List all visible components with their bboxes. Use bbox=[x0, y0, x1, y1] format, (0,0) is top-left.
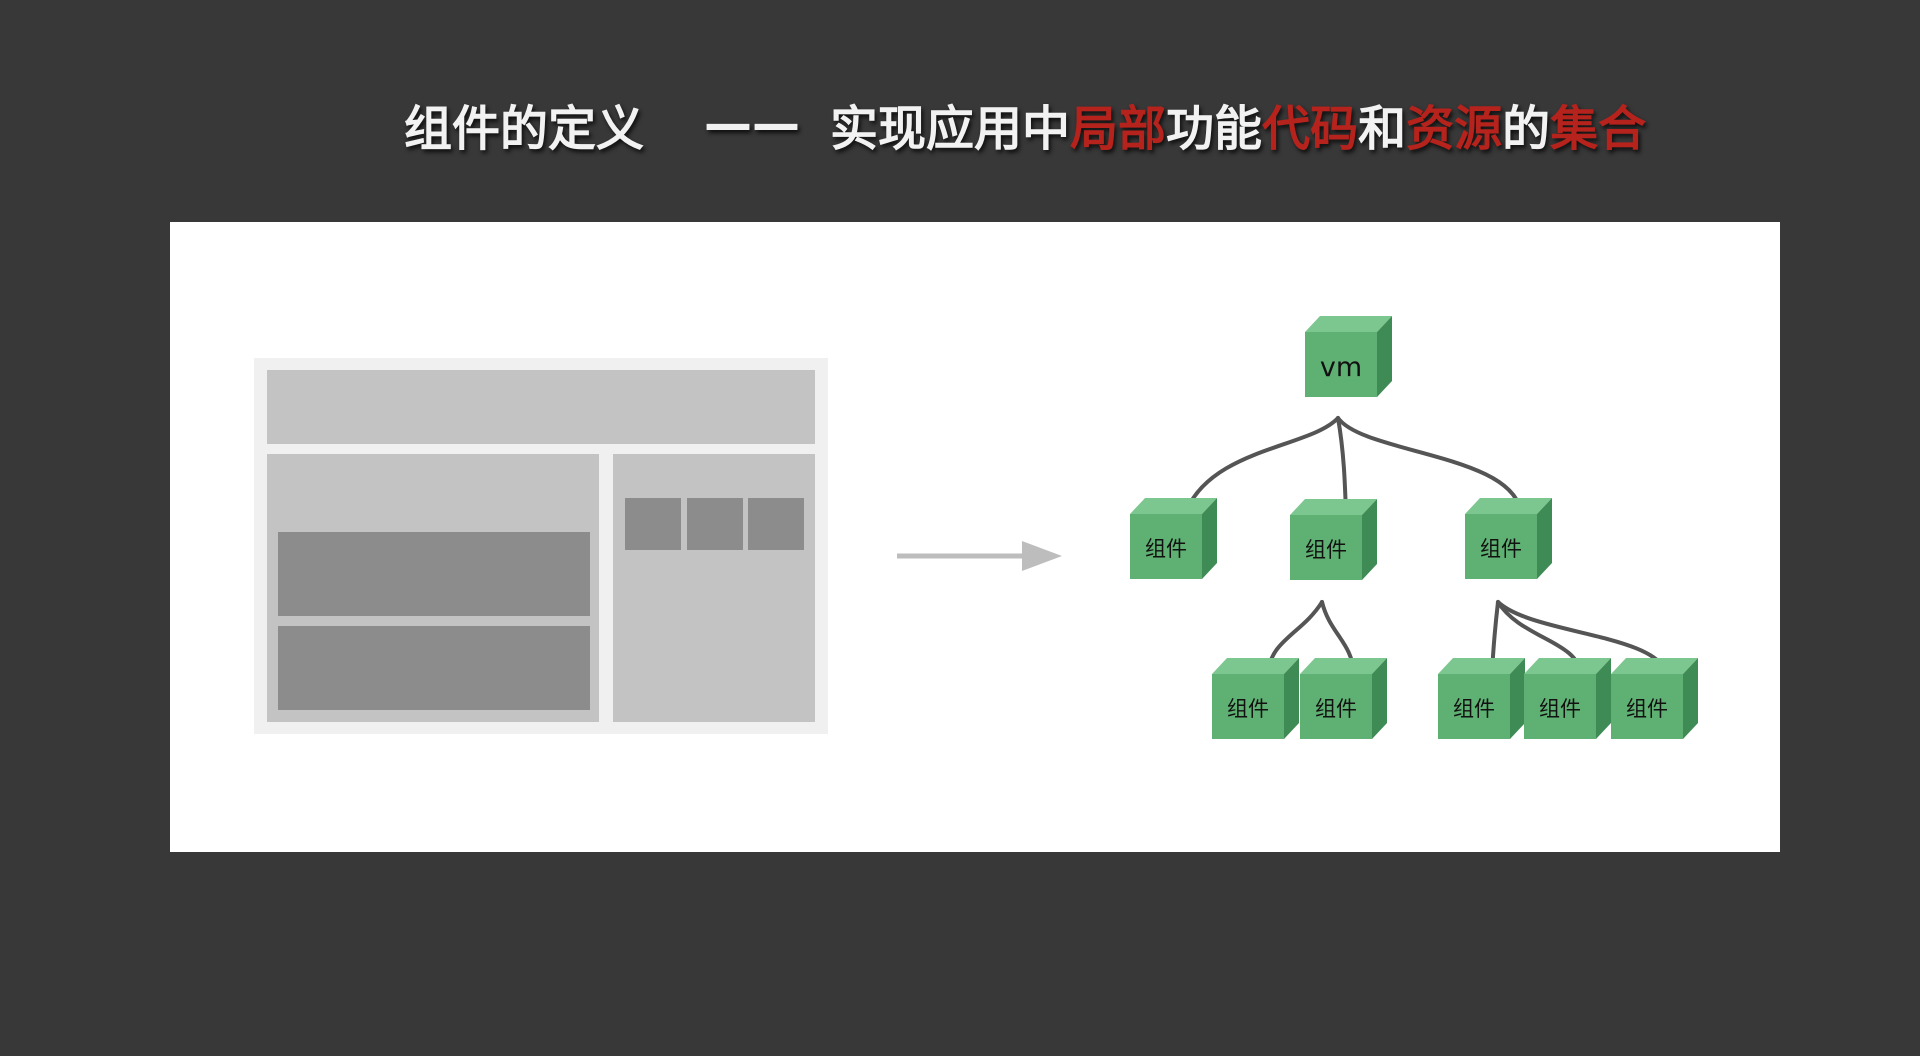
tree-connectors bbox=[1183, 416, 1668, 676]
arrow bbox=[897, 541, 1062, 571]
layout-sidebar-tile-2 bbox=[687, 498, 743, 550]
component-node-1: 组件 bbox=[1130, 498, 1217, 579]
layout-sidebar-tile-1 bbox=[625, 498, 681, 550]
slide-title: 组件的定义 —— 实现应用中局部功能代码和资源的集合 bbox=[404, 88, 1646, 160]
title-part-1: 实现应用中 bbox=[830, 101, 1071, 157]
title-part-2: 局部 bbox=[1070, 101, 1167, 157]
component-node-4: 组件 bbox=[1212, 658, 1299, 739]
title-part-4: 代码 bbox=[1262, 101, 1359, 157]
diagram-panel: vm 组件 组件 组件 bbox=[170, 222, 1780, 852]
component-label: 组件 bbox=[1305, 538, 1347, 562]
vm-label: vm bbox=[1320, 352, 1362, 383]
component-node-2: 组件 bbox=[1290, 499, 1377, 580]
component-node-3: 组件 bbox=[1465, 498, 1552, 579]
component-node-6: 组件 bbox=[1438, 658, 1525, 739]
layout-sidebar bbox=[613, 454, 815, 722]
edge-root-a bbox=[1183, 416, 1340, 516]
vm-root-node: vm bbox=[1305, 316, 1392, 397]
page-layout-mockup bbox=[254, 358, 828, 734]
component-label: 组件 bbox=[1227, 697, 1269, 721]
layout-sidebar-tile-3 bbox=[748, 498, 804, 550]
title-part-8: 集合 bbox=[1550, 101, 1647, 157]
component-label: 组件 bbox=[1315, 697, 1357, 721]
component-label: 组件 bbox=[1453, 697, 1495, 721]
layout-header bbox=[267, 370, 815, 444]
layout-main-block-1 bbox=[278, 532, 590, 616]
diagram-svg: vm 组件 组件 组件 bbox=[254, 316, 1698, 739]
component-node-8: 组件 bbox=[1611, 658, 1698, 739]
component-label: 组件 bbox=[1145, 537, 1187, 561]
title-part-5: 和 bbox=[1358, 101, 1407, 157]
component-label: 组件 bbox=[1480, 537, 1522, 561]
title-lead: 组件的定义 bbox=[404, 101, 645, 157]
layout-main-block-2 bbox=[278, 626, 590, 710]
title-part-6: 资源 bbox=[1406, 101, 1503, 157]
edge-root-c bbox=[1336, 416, 1523, 516]
title-dash: —— bbox=[704, 96, 801, 152]
title-part-3: 功能 bbox=[1166, 101, 1263, 157]
component-label: 组件 bbox=[1626, 697, 1668, 721]
component-node-7: 组件 bbox=[1524, 658, 1611, 739]
arrow-head bbox=[1022, 541, 1062, 571]
title-part-7: 的 bbox=[1502, 101, 1551, 157]
component-label: 组件 bbox=[1539, 697, 1581, 721]
component-node-5: 组件 bbox=[1300, 658, 1387, 739]
